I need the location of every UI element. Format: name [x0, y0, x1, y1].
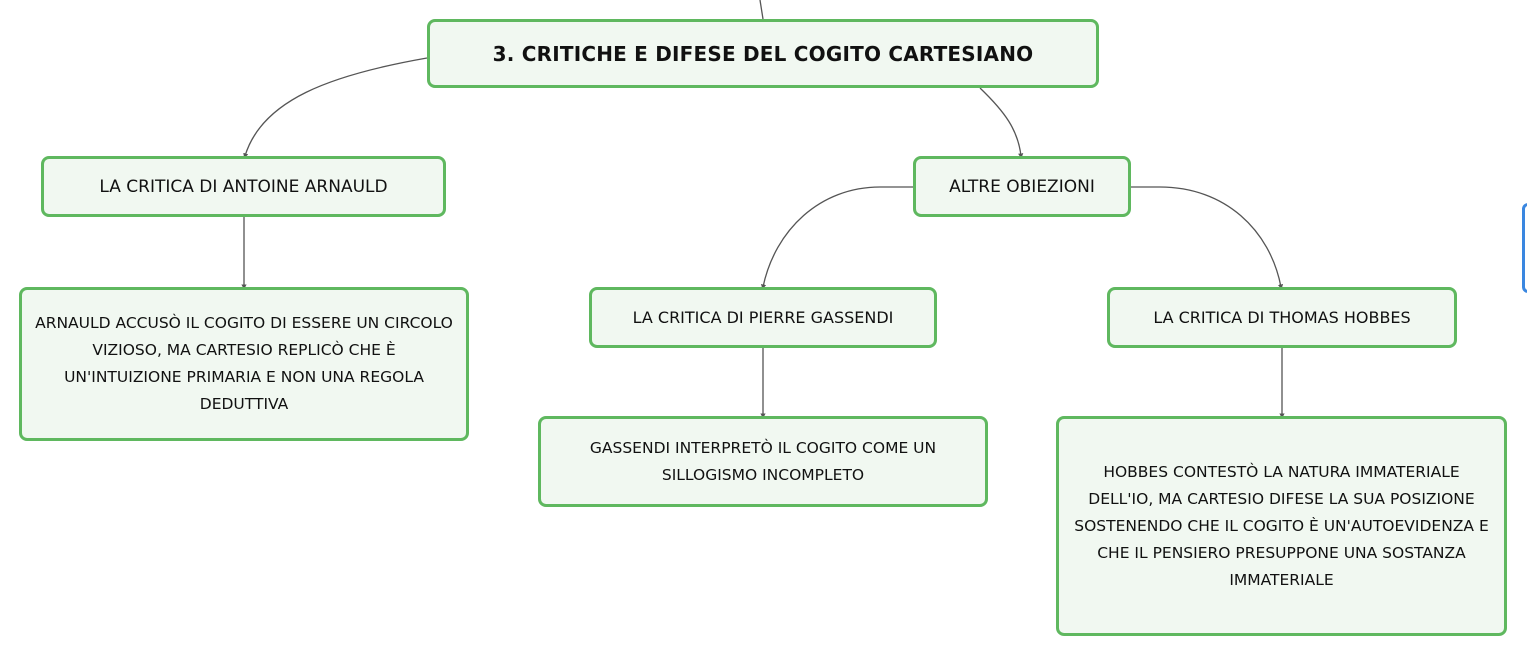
- side-panel-tab[interactable]: [1522, 203, 1527, 293]
- topic-gassendi-critique-label: LA CRITICA DI PIERRE GASSENDI: [632, 308, 894, 327]
- connector-altre-hobbes: [1131, 186, 1284, 290]
- topic-hobbes-critique[interactable]: LA CRITICA DI THOMAS HOBBES: [1107, 287, 1457, 348]
- detail-gassendi-text: GASSENDI INTERPRETÒ IL COGITO COME UN SI…: [589, 438, 937, 484]
- detail-hobbes-text: HOBBES CONTESTÒ LA NATURA IMMATERIALE DE…: [1074, 462, 1489, 589]
- topic-arnauld-critique-label: LA CRITICA DI ANTOINE ARNAULD: [99, 176, 388, 197]
- topic-hobbes-critique-label: LA CRITICA DI THOMAS HOBBES: [1153, 308, 1411, 327]
- topic-other-objections-label: ALTRE OBIEZIONI: [949, 176, 1095, 197]
- root-topic-label: 3. CRITICHE E DIFESE DEL COGITO CARTESIA…: [492, 41, 1034, 66]
- topic-gassendi-critique[interactable]: LA CRITICA DI PIERRE GASSENDI: [589, 287, 937, 348]
- connector-root-arnauld: [243, 57, 428, 159]
- detail-hobbes[interactable]: HOBBES CONTESTÒ LA NATURA IMMATERIALE DE…: [1056, 416, 1507, 636]
- root-topic[interactable]: 3. CRITICHE E DIFESE DEL COGITO CARTESIA…: [427, 19, 1099, 88]
- topic-other-objections[interactable]: ALTRE OBIEZIONI: [913, 156, 1131, 217]
- detail-arnauld-text: ARNAULD ACCUSÒ IL COGITO DI ESSERE UN CI…: [35, 314, 453, 413]
- detail-arnauld[interactable]: ARNAULD ACCUSÒ IL COGITO DI ESSERE UN CI…: [19, 287, 469, 441]
- connector-altre-gassendi: [760, 186, 913, 290]
- connector-root-altre: [979, 87, 1024, 159]
- connector-parent-root: [759, 0, 764, 20]
- detail-gassendi[interactable]: GASSENDI INTERPRETÒ IL COGITO COME UN SI…: [538, 416, 988, 507]
- topic-arnauld-critique[interactable]: LA CRITICA DI ANTOINE ARNAULD: [41, 156, 446, 217]
